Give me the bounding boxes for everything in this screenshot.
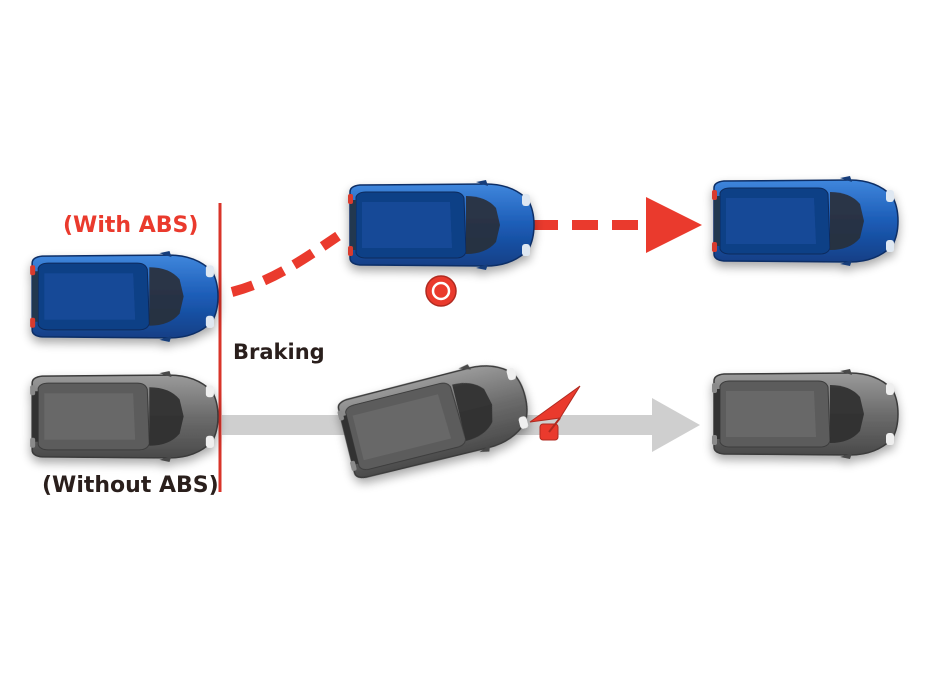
car-without-abs-skidding bbox=[332, 352, 537, 486]
car-with-abs-end bbox=[711, 176, 899, 266]
car-without-abs-end bbox=[711, 368, 899, 460]
red-flag-icon bbox=[529, 385, 581, 441]
red-arrow-head-icon bbox=[646, 197, 702, 253]
car-with-abs-mid bbox=[347, 180, 535, 270]
car-without-abs-start bbox=[29, 370, 219, 463]
without-abs-label: (Without ABS) bbox=[42, 473, 219, 498]
braking-label: Braking bbox=[233, 340, 325, 364]
with-abs-path bbox=[230, 197, 702, 297]
with-abs-label: (With ABS) bbox=[63, 213, 199, 238]
circle-target-icon bbox=[425, 275, 457, 307]
grey-arrow-head-icon bbox=[652, 398, 700, 452]
car-with-abs-start bbox=[29, 250, 219, 343]
